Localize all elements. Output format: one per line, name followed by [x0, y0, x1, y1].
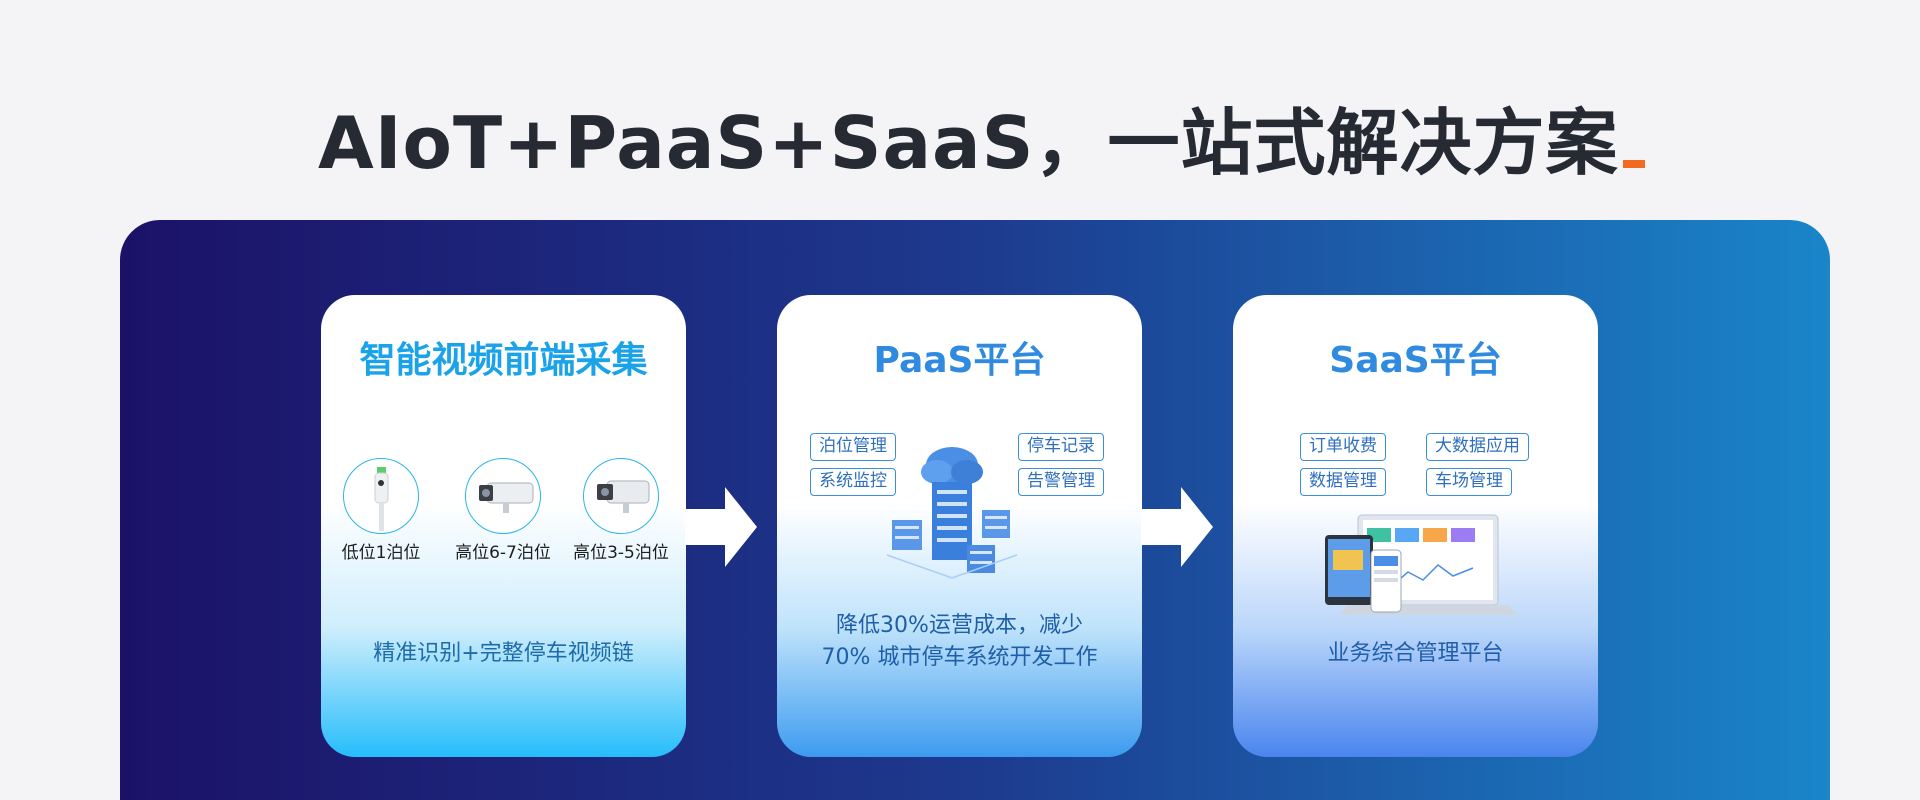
tag-data-management: 数据管理 — [1300, 468, 1386, 496]
headline-text: AIoT+PaaS+SaaS，一站式解决方案 — [318, 101, 1619, 185]
tag-lot-management: 车场管理 — [1426, 468, 1512, 496]
page-headline: AIoT+PaaS+SaaS，一站式解决方案 — [318, 100, 1645, 186]
high-camera-icon — [465, 458, 541, 534]
high-camera-icon — [583, 458, 659, 534]
card-caption: 业务综合管理平台 — [1327, 641, 1504, 666]
camera-label: 高位6-7泊位 — [455, 543, 551, 563]
camera-label: 高位3-5泊位 — [573, 543, 669, 563]
card-video-capture: 智能视频前端采集 低位1泊位 高位6-7泊位 — [321, 295, 686, 757]
card-caption: 降低30%运营成本，减少 70% 城市停车系统开发工作 — [777, 610, 1142, 674]
card-title: 智能视频前端采集 — [359, 340, 648, 381]
tag-system-monitoring: 系统监控 — [810, 468, 896, 496]
card-saas-platform: SaaS平台 订单收费 数据管理 大数据应用 车场管理 业务综合管理平台 — [1233, 295, 1598, 757]
card-title: PaaS平台 — [873, 340, 1046, 381]
card-caption: 精准识别+完整停车视频链 — [373, 641, 634, 666]
low-camera-icon — [343, 458, 419, 534]
card-title: SaaS平台 — [1329, 340, 1502, 381]
tag-berth-management: 泊位管理 — [810, 433, 896, 461]
tag-parking-records: 停车记录 — [1018, 433, 1104, 461]
camera-item-low: 低位1泊位 — [321, 458, 441, 563]
card-paas-platform: PaaS平台 泊位管理 系统监控 停车记录 告警管理 降低30%运营成本，减少 … — [777, 295, 1142, 757]
dashboard-devices-icon — [1325, 514, 1518, 615]
cloud-server-icon — [886, 447, 1018, 579]
tag-alarm-management: 告警管理 — [1018, 468, 1104, 496]
arrow-right-icon — [685, 487, 757, 567]
camera-item-high-67: 高位6-7泊位 — [443, 458, 563, 563]
caption-line: 70% 城市停车系统开发工作 — [821, 645, 1098, 670]
headline-accent-bar — [1622, 160, 1645, 168]
arrow-right-icon — [1141, 487, 1213, 567]
caption-line: 降低30%运营成本，减少 — [836, 613, 1083, 638]
camera-label: 低位1泊位 — [341, 543, 421, 563]
tag-order-billing: 订单收费 — [1300, 433, 1386, 461]
camera-item-high-35: 高位3-5泊位 — [561, 458, 681, 563]
tag-big-data-application: 大数据应用 — [1426, 433, 1529, 461]
